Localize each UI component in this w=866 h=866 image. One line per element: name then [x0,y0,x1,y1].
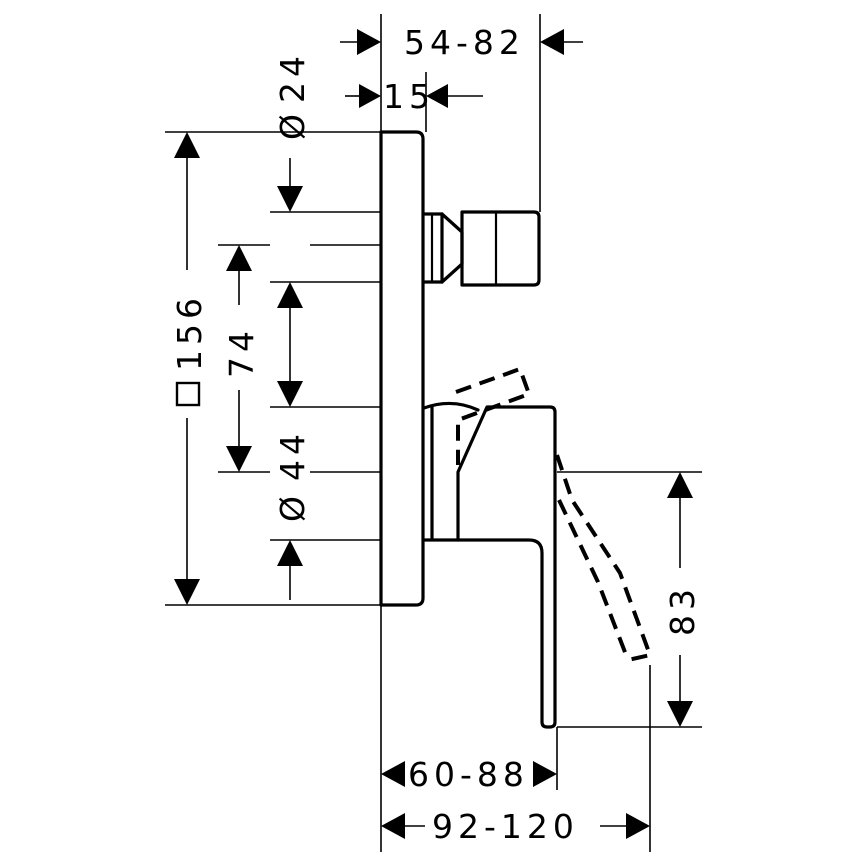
dimension-156-group: 156 [170,293,209,407]
lever-alternate-position [455,367,652,662]
dimension-60-88-arrows [381,761,557,787]
dimension-83-group: 83 [663,584,702,636]
diameter-symbol: Ø [273,109,312,140]
spout-connector [422,210,541,287]
dimension-83-label: 83 [663,584,702,636]
dimension-44-label: 44 [273,429,312,481]
svg-text:Ø24: Ø 24 [273,51,312,140]
dimension-92-120-label: 92-120 [432,807,579,846]
dimension-44-arrows [277,381,303,600]
square-symbol [175,381,201,407]
dimension-15-arrows [345,84,483,108]
wall-plate [379,130,425,607]
dimension-60-88-label: 60-88 [408,755,529,794]
dimension-24-arrows [277,158,303,382]
dimension-54-82-arrows [340,29,583,55]
dimension-24-label: 24 [273,51,312,103]
handle-body [422,401,557,729]
dimension-156-label: 156 [170,293,209,371]
diameter-symbol: Ø [273,491,312,522]
dimension-15-label: 15 [383,77,435,116]
dimension-74-group: 74 [222,326,261,378]
dimension-74-label: 74 [222,326,261,378]
svg-text:Ø44: Ø 44 [273,429,312,522]
dimension-156-arrows [174,132,200,605]
extension-lines [165,14,702,852]
dimension-74-arrows [226,245,252,472]
dimension-83-arrows [667,472,693,727]
dimension-92-120-arrows [381,813,650,839]
dimension-24-group: Ø 24 [273,51,312,140]
dimension-44-group: Ø 44 [273,429,312,522]
dimension-54-82-label: 54-82 [404,23,525,62]
